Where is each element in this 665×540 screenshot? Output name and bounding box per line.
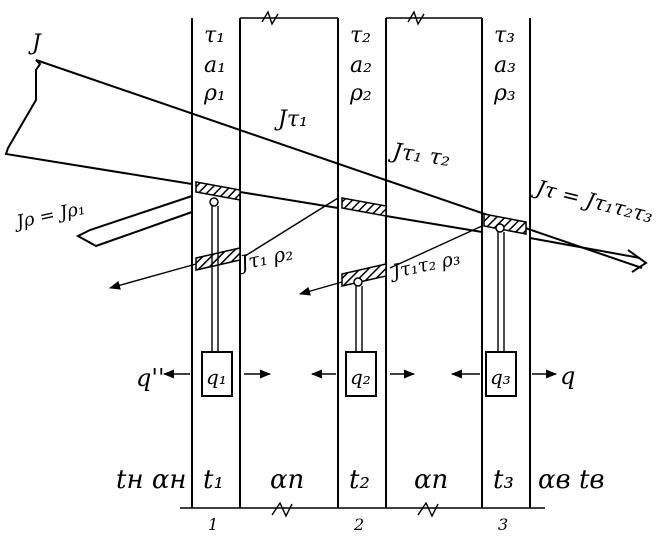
layer-3-a: a₃ — [494, 53, 516, 78]
layer-3-number: 3 — [498, 515, 508, 534]
layer-1-temperature: t₁ — [203, 465, 224, 495]
heat-source-1 — [201, 197, 233, 397]
layer-3-tau: τ₃ — [494, 23, 515, 48]
reflected-arrows — [108, 197, 483, 296]
layer-2-rho: ρ₂ — [349, 81, 372, 106]
reflected-beam-1 — [75, 195, 193, 248]
top-break-marks — [240, 10, 482, 26]
bottom-break-marks — [180, 501, 545, 518]
heat-flux-left-label: q'' — [136, 364, 165, 392]
reflection-2-label: Jτ₁ ρ₂ — [234, 240, 295, 275]
outside-right-label: αв tв — [538, 465, 605, 495]
beam-after-layer-1-label: Jτ₁ — [274, 107, 308, 132]
layer-1 — [191, 18, 241, 508]
incident-beam — [4, 59, 648, 273]
heat-source-3-label: q₃ — [490, 365, 511, 389]
layer-3-rho: ρ₃ — [493, 81, 516, 106]
heat-source-3 — [485, 223, 517, 397]
outside-left-label: tн αн — [116, 465, 187, 495]
gap-2-label: αп — [414, 465, 448, 495]
layer-2-a: a₂ — [350, 53, 372, 78]
heat-source-2 — [345, 277, 377, 397]
layer-2 — [337, 18, 387, 508]
heat-source-2-label: q₂ — [350, 365, 371, 389]
heat-source-1-label: q₁ — [206, 365, 227, 389]
beam-after-layer-2-label: Jτ₁ τ₂ — [387, 139, 452, 172]
layer-1-rho: ρ₁ — [203, 81, 226, 106]
gap-1-label: αп — [270, 465, 304, 495]
layer-1-a: a₁ — [204, 53, 226, 78]
layer-2-tau: τ₂ — [350, 23, 371, 48]
transmitted-beam-label: Jτ = Jτ₁τ₂τ₃ — [530, 175, 656, 228]
reflection-1-label: Jρ = Jρ₁ — [11, 198, 87, 234]
layer-3 — [481, 18, 531, 508]
layer-1-tau: τ₁ — [204, 23, 225, 48]
heat-flux-right-label: q — [560, 362, 575, 390]
incident-beam-label: J — [28, 31, 42, 56]
layer-1-number: 1 — [208, 515, 218, 534]
layer-2-number: 2 — [353, 515, 364, 534]
layer-3-temperature: t₃ — [493, 465, 514, 495]
layer-2-temperature: t₂ — [349, 465, 370, 495]
